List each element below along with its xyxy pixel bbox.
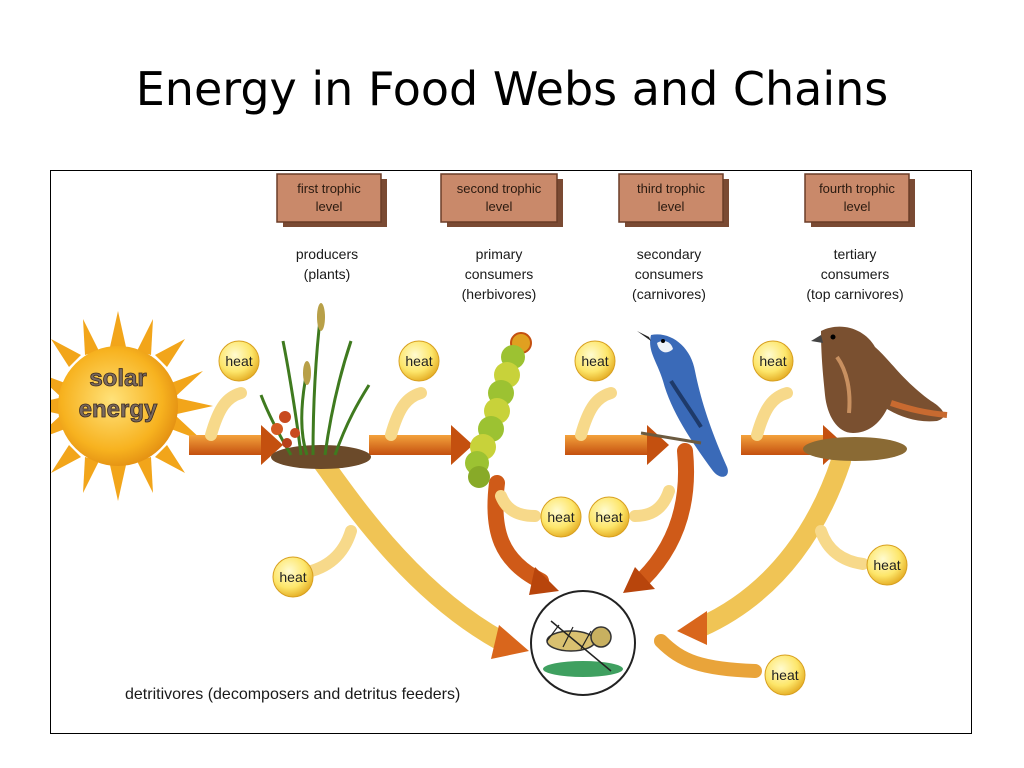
heat-bubble-1: heat [218, 340, 260, 382]
level-4-organism-line-1: tertiary [834, 246, 877, 262]
heat-bubble-9: heat [764, 654, 806, 696]
level-3-organism-line-2: consumers [635, 266, 703, 282]
flow-top-carnivores-to-detritivores-arrowhead [677, 611, 707, 645]
heat-bubble-8-label: heat [873, 557, 900, 573]
level-2-box-line-2: level [486, 199, 513, 214]
flow-carnivores-to-detritivores-arrowhead [623, 567, 655, 593]
level-2-organism-line-1: primary [476, 246, 523, 262]
detritivores-illustration [530, 590, 636, 696]
energy-arrow-1 [189, 425, 283, 465]
heat-bubble-6-label: heat [595, 509, 622, 525]
sun-icon [51, 311, 213, 501]
plants-illustration [259, 303, 371, 469]
heat-bubble-2-label: heat [405, 353, 432, 369]
level-2-organism-line-3: (herbivores) [462, 286, 537, 302]
level-box-1: first trophic level [276, 173, 387, 227]
slide-title: Energy in Food Webs and Chains [135, 62, 889, 116]
level-1-organism-line-2: (plants) [304, 266, 351, 282]
energy-arrow-2 [369, 425, 473, 465]
heat-bubble-8: heat [866, 544, 908, 586]
heat-bubble-6: heat [588, 496, 630, 538]
heat-bubble-7-label: heat [279, 569, 306, 585]
level-box-2: second trophic level [440, 173, 563, 227]
heat-up-curve-4 [751, 387, 793, 441]
level-2-box-line-1: second trophic [457, 181, 542, 196]
heat-up-curve-2 [385, 387, 427, 441]
food-web-diagram: first trophic level second trophic level… [50, 170, 972, 734]
flow-carnivores-to-detritivores [635, 443, 694, 587]
level-4-box-line-1: fourth trophic [819, 181, 895, 196]
heat-up-curve-3 [575, 387, 617, 441]
heat-bubble-4-label: heat [759, 353, 786, 369]
level-box-3: third trophic level [618, 173, 729, 227]
flow-herbivores-to-detritivores-arrowhead [529, 567, 559, 595]
caterpillar-illustration [465, 332, 532, 488]
heat-loss-curve-carnivores-branch [629, 485, 675, 522]
level-3-box-line-2: level [658, 199, 685, 214]
detritivores-label: detritivores (decomposers and detritus f… [125, 686, 460, 703]
flow-producers-to-detritivores [313, 453, 511, 651]
level-4-organism-line-2: consumers [821, 266, 889, 282]
level-box-4: fourth trophic level [804, 173, 915, 227]
heat-bubble-9-label: heat [771, 667, 798, 683]
sun-label-line-2: energy [79, 396, 158, 423]
heat-bubble-5: heat [540, 496, 582, 538]
level-3-organism-line-3: (carnivores) [632, 286, 706, 302]
heat-bubble-5-label: heat [547, 509, 574, 525]
level-1-box-line-1: first trophic [297, 181, 361, 196]
heat-up-curve-1 [205, 387, 247, 441]
bird-illustration [637, 331, 728, 477]
sun-label-line-1: solar [89, 365, 146, 392]
heat-loss-curve-detritivores [654, 634, 762, 678]
level-3-box-line-1: third trophic [637, 181, 705, 196]
hawk-illustration [803, 326, 948, 461]
heat-loss-curve-top-carnivores-branch [815, 525, 869, 570]
heat-bubble-7: heat [272, 556, 314, 598]
heat-bubble-2: heat [398, 340, 440, 382]
diagram-canvas: first trophic level second trophic level… [51, 173, 948, 703]
heat-bubble-1-label: heat [225, 353, 252, 369]
flow-top-carnivores-to-detritivores [691, 451, 851, 637]
level-4-box-line-2: level [844, 199, 871, 214]
level-1-organism-line-1: producers [296, 246, 358, 262]
level-2-organism-line-2: consumers [465, 266, 533, 282]
level-4-organism-line-3: (top carnivores) [806, 286, 903, 302]
heat-bubble-3-label: heat [581, 353, 608, 369]
heat-loss-curve-herbivores-branch [495, 490, 541, 522]
heat-bubble-3: heat [574, 340, 616, 382]
flow-producers-to-detritivores-arrowhead [491, 625, 529, 659]
level-1-box-line-2: level [316, 199, 343, 214]
heat-bubble-4: heat [752, 340, 794, 382]
level-3-organism-line-1: secondary [637, 246, 702, 262]
